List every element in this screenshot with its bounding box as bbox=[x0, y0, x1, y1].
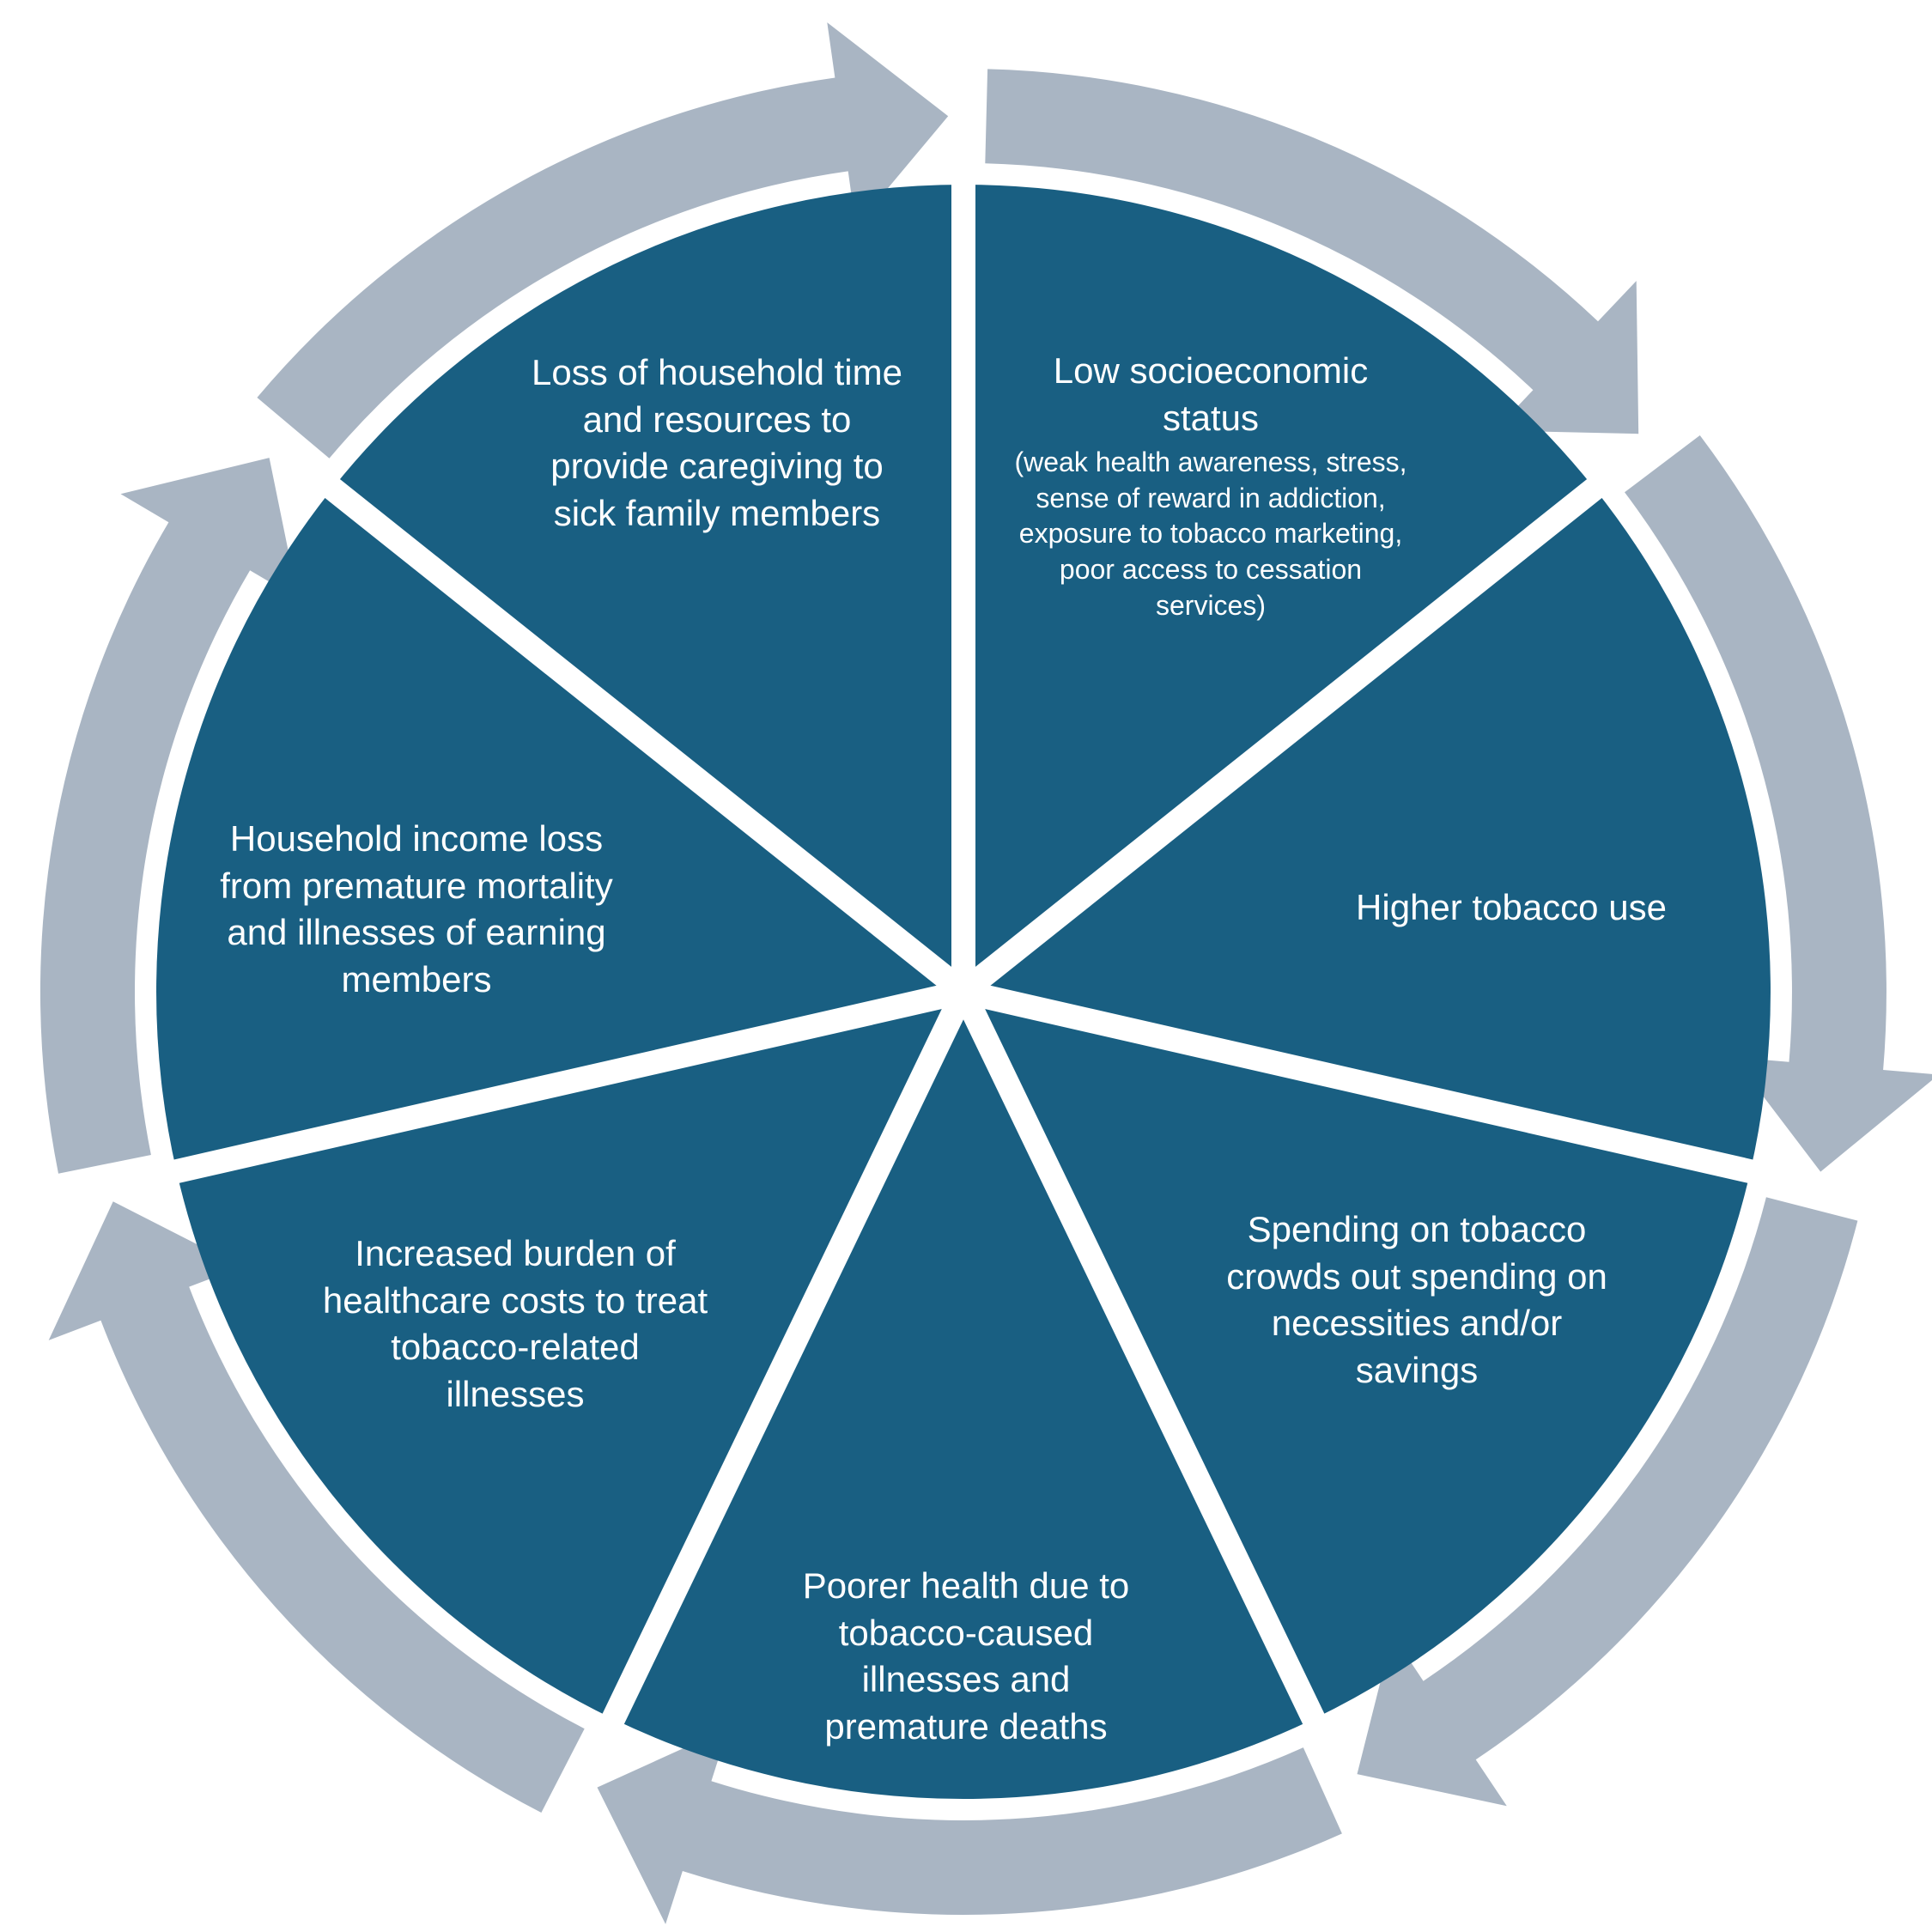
segment-title: Spending on tobacco crowds out spending … bbox=[1226, 1209, 1607, 1390]
segment-divider bbox=[956, 468, 1616, 1001]
segment-title: Poorer health due to tobacco-caused illn… bbox=[802, 1565, 1130, 1747]
segment-divider bbox=[156, 980, 967, 1188]
cycle-arrow bbox=[597, 1728, 1342, 1924]
segment-title: Low socioeconomic status bbox=[1053, 350, 1369, 438]
segment-title: Higher tobacco use bbox=[1356, 887, 1667, 927]
cycle-arrow bbox=[1625, 435, 1932, 1172]
arrow-ring bbox=[39, 22, 1932, 1924]
segment-divider bbox=[594, 986, 975, 1740]
segment-label-low-socioeconomic-status: Low socioeconomic status (weak health aw… bbox=[1005, 348, 1417, 623]
segment-divider bbox=[960, 980, 1771, 1188]
segment-title: Household income loss from premature mor… bbox=[220, 818, 613, 999]
segment-wedge-caregiving-loss bbox=[332, 185, 964, 992]
cycle-arrow bbox=[985, 69, 1639, 434]
segment-wedge-poorer-health bbox=[613, 992, 1314, 1800]
segment-label-spending-crowds-out: Spending on tobacco crowds out spending … bbox=[1219, 1206, 1614, 1394]
segment-wedge-higher-tobacco-use bbox=[963, 488, 1771, 1172]
segment-label-healthcare-costs: Increased burden of healthcare costs to … bbox=[318, 1230, 713, 1418]
segment-divider bbox=[311, 468, 971, 1001]
segment-title: Increased burden of healthcare costs to … bbox=[322, 1233, 708, 1414]
segment-label-poorer-health: Poorer health due to tobacco-caused illn… bbox=[781, 1563, 1151, 1750]
segment-wedge-healthcare-costs bbox=[176, 992, 964, 1719]
segment-wedge-income-loss bbox=[156, 488, 963, 1172]
segment-detail: (weak health awareness, stress, sense of… bbox=[1014, 447, 1407, 621]
segment-label-income-loss: Household income loss from premature mor… bbox=[197, 816, 635, 1003]
segment-label-caregiving-loss: Loss of household time and resources to … bbox=[524, 349, 910, 537]
segment-divider bbox=[952, 986, 1333, 1740]
segment-wedge-spending-crowds-out bbox=[963, 992, 1751, 1719]
cycle-arrow bbox=[48, 1201, 585, 1813]
segment-title: Loss of household time and resources to … bbox=[532, 352, 902, 533]
cycle-arrow bbox=[1357, 1197, 1858, 1807]
cycle-arrow bbox=[257, 22, 949, 459]
segment-label-higher-tobacco-use: Higher tobacco use bbox=[1314, 884, 1709, 932]
cycle-arrow bbox=[39, 458, 299, 1174]
segment-wedge-low-socioeconomic-status bbox=[963, 185, 1595, 992]
segment-wedges bbox=[156, 167, 1771, 1800]
